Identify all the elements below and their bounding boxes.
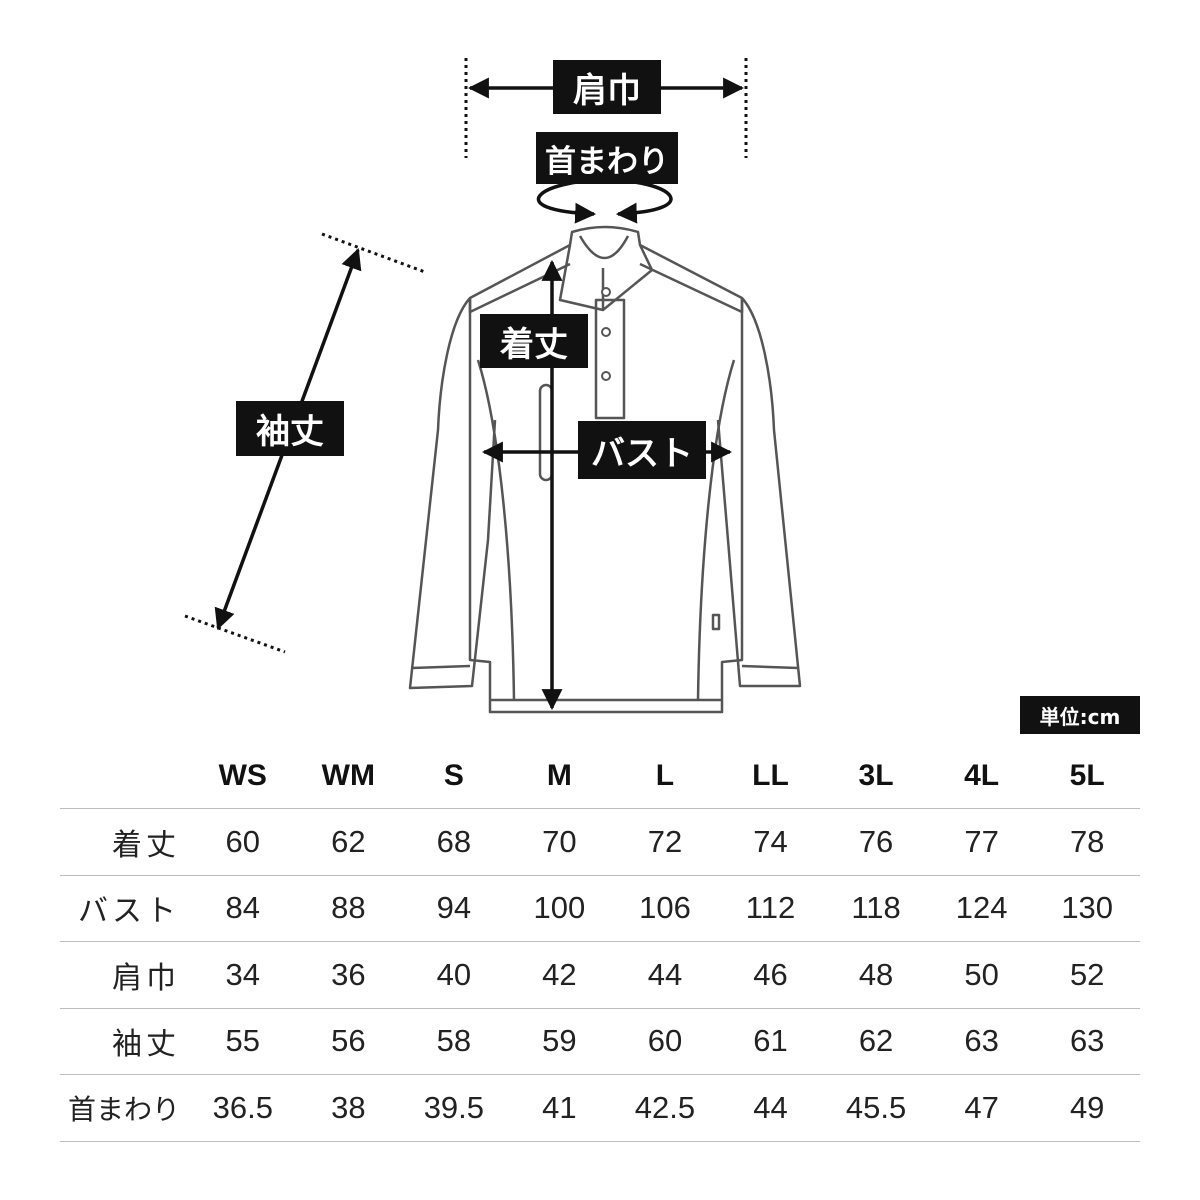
table-cell: 76: [823, 808, 929, 875]
size-header: LL: [752, 759, 789, 792]
table-cell: 61: [717, 1007, 824, 1075]
size-header: M: [546, 759, 572, 792]
table-cell: 124: [928, 874, 1035, 942]
table-cell: 34: [190, 941, 296, 1008]
header-corner: [60, 744, 190, 809]
table-cell: 72: [612, 808, 718, 875]
table-cell: 38: [295, 1074, 402, 1142]
table-cell: 52: [1034, 941, 1140, 1008]
table-cell: 68: [401, 808, 507, 875]
table-cell: 74: [717, 808, 824, 875]
table-cell: 100: [506, 874, 613, 942]
table-cell: 84: [190, 874, 296, 942]
table-cell: 94: [401, 874, 507, 942]
table-cell: 41: [506, 1074, 613, 1142]
table-cell: 46: [717, 941, 824, 1008]
table-cell: 63: [928, 1007, 1035, 1075]
table-cell: 59: [506, 1007, 613, 1075]
table-cell: 50: [928, 941, 1035, 1008]
table-cell: 48: [823, 941, 929, 1008]
table-cell: 88: [295, 874, 402, 942]
table-cell: 112: [717, 874, 824, 942]
neck-circumference-arrow: [536, 178, 673, 224]
size-header: L: [655, 759, 675, 792]
row-label: 着丈: [60, 808, 190, 875]
row-label: バスト: [60, 874, 190, 942]
size-header: 4L: [964, 759, 1000, 792]
sleeve-guide-bottom: [184, 614, 286, 654]
table-cell: 130: [1034, 874, 1140, 942]
table-cell: 106: [612, 874, 718, 942]
shirt-body-outline: [468, 243, 744, 714]
left-sleeve-outline: [408, 297, 497, 690]
table-cell: 42: [506, 941, 613, 1008]
button-icon: [601, 287, 611, 297]
measurement-diagram: 肩巾 首まわり 着丈 袖丈 バスト: [184, 58, 802, 714]
table-cell: 39.5: [401, 1074, 507, 1142]
collar-outline: [558, 225, 654, 312]
label-body-length: 着丈: [480, 314, 588, 368]
size-header: 5L: [1069, 759, 1105, 792]
table-cell: 42.5: [612, 1074, 718, 1142]
sleeve-guide-top: [321, 232, 426, 274]
size-header: S: [443, 759, 464, 792]
table-cell: 55: [190, 1007, 296, 1075]
label-neck-circumference: 首まわり: [536, 132, 678, 184]
table-cell: 78: [1034, 808, 1140, 875]
table-cell: 62: [823, 1007, 929, 1075]
table-cell: 63: [1034, 1007, 1140, 1075]
size-header: WS: [218, 759, 267, 792]
size-header: 3L: [858, 759, 894, 792]
table-cell: 118: [823, 874, 929, 942]
table-cell: 49: [1034, 1074, 1140, 1142]
table-cell: 44: [717, 1074, 824, 1142]
label-sleeve-length: 袖丈: [236, 401, 344, 456]
table-cell: 60: [190, 808, 296, 875]
table-cell: 45.5: [823, 1074, 929, 1142]
row-label: 袖丈: [60, 1007, 190, 1075]
unit-badge: 単位:cm: [1020, 696, 1140, 734]
table-cell: 60: [612, 1007, 718, 1075]
table-cell: 36.5: [190, 1074, 296, 1142]
table-cell: 44: [612, 941, 718, 1008]
row-label: 肩巾: [60, 941, 190, 1008]
row-label: 首まわり: [60, 1074, 190, 1142]
table-cell: 77: [928, 808, 1035, 875]
label-shoulder-width: 肩巾: [553, 60, 661, 114]
table-cell: 47: [928, 1074, 1035, 1142]
right-sleeve-outline: [716, 297, 802, 688]
table-cell: 62: [295, 808, 402, 875]
table-cell: 40: [401, 941, 507, 1008]
table-cell: 56: [295, 1007, 402, 1075]
size-header: WM: [321, 759, 375, 792]
table-cell: 70: [506, 808, 613, 875]
table-cell: 58: [401, 1007, 507, 1075]
label-bust: バスト: [578, 421, 706, 479]
table-cell: 36: [295, 941, 402, 1008]
